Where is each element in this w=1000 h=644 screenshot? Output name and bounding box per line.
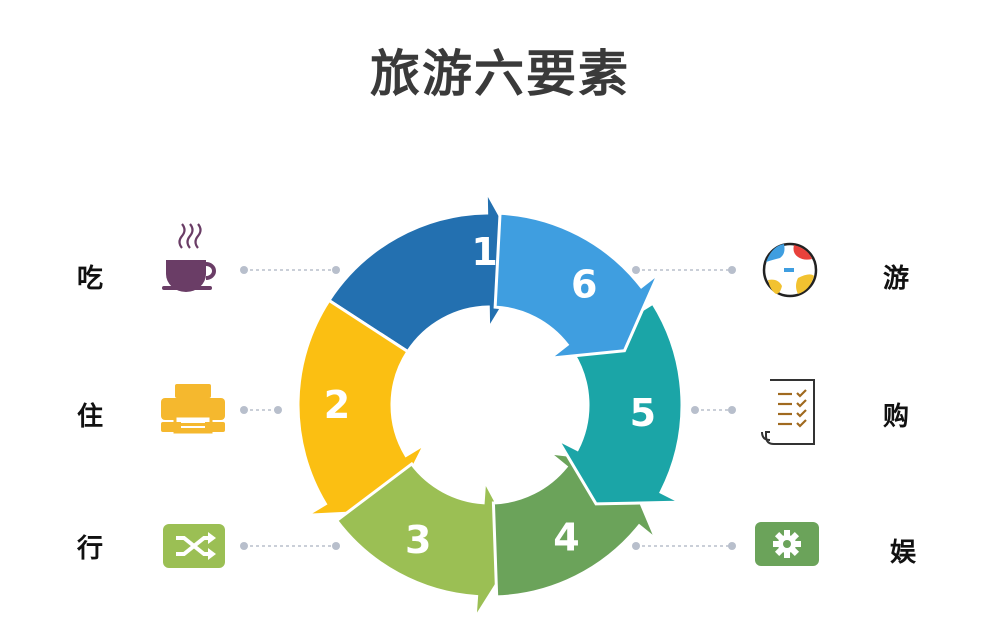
segment-2-number: 2: [324, 383, 350, 427]
connector-eat: [240, 266, 340, 274]
coffee-cup-icon: [162, 223, 216, 292]
segment-2: [296, 298, 429, 517]
globe-icon: [762, 242, 818, 298]
label-eat: 吃: [76, 264, 103, 294]
segment-6-number: 6: [571, 262, 597, 306]
connector-shop: [691, 406, 736, 414]
connector-lines: [240, 266, 736, 550]
segment-5-number: 5: [630, 391, 656, 435]
label-entertain: 娱: [889, 538, 916, 568]
segment-numbers: 1 2 3 4 5 6: [324, 230, 656, 562]
connector-travel: [240, 542, 340, 550]
connector-stay: [240, 406, 282, 414]
segment-1-number: 1: [471, 230, 497, 274]
gear-icon: [755, 522, 819, 566]
segment-1: [326, 190, 530, 354]
cycle-segments: [296, 190, 684, 620]
label-shop: 购: [882, 402, 909, 432]
printer-icon: [161, 384, 225, 434]
segment-4-number: 4: [553, 516, 579, 560]
label-travel: 行: [76, 534, 103, 564]
connector-entertain: [632, 542, 736, 550]
diagram-title: 旅游六要素: [370, 45, 630, 103]
checklist-icon: [761, 379, 815, 445]
connector-tour: [632, 266, 736, 274]
segment-3: [334, 461, 522, 620]
label-tour: 游: [882, 264, 909, 294]
segment-3-number: 3: [405, 518, 431, 562]
shuffle-icon: [163, 524, 225, 568]
label-stay: 住: [76, 402, 103, 432]
segment-6: [493, 211, 661, 361]
